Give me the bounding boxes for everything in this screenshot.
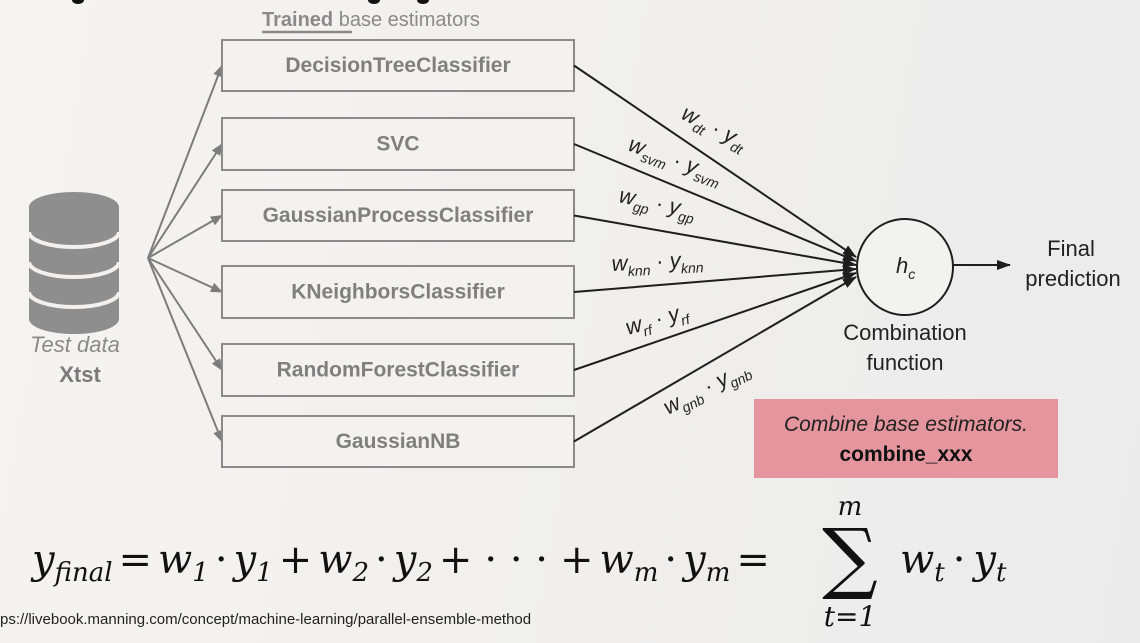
estimator-name: KNeighborsClassifier [291, 281, 505, 304]
weight-label: wsvm · ysvm [624, 131, 726, 192]
estimator-box-frame [221, 117, 575, 171]
title-fragment [72, 0, 429, 4]
formula-lhs: yfinal [32, 537, 113, 588]
section-header-strong: Trained [262, 9, 333, 31]
weight-label: wrf · yrf [622, 298, 693, 344]
estimator-box-frame [221, 343, 575, 397]
weighted-output-arrows [573, 64, 857, 443]
section-header-rest: base estimators [333, 9, 480, 31]
input-arrow [147, 214, 223, 259]
weighted-arrow [573, 143, 857, 262]
estimator-box: RandomForestClassifier [221, 343, 575, 397]
sigma-icon: ∑ [822, 513, 878, 603]
estimator-box: KNeighborsClassifier [221, 265, 575, 319]
input-arrow [147, 257, 223, 371]
weight-label: wgp · ygp [616, 182, 698, 227]
input-arrow [147, 64, 223, 259]
input-arrows [147, 64, 223, 443]
weighted-arrow [573, 276, 857, 443]
weighted-arrow [573, 214, 857, 268]
estimator-box-frame [221, 189, 575, 242]
weighted-arrow [573, 64, 857, 258]
combination-function-node [856, 218, 954, 316]
database-icon [27, 192, 121, 334]
estimator-name: GaussianNB [336, 430, 461, 453]
weight-label: wgnb · ygnb [659, 355, 755, 423]
input-arrow [147, 143, 223, 259]
combine-note-function: combine_xxx [839, 443, 972, 466]
estimator-box: GaussianNB [221, 415, 575, 468]
estimator-box: DecisionTreeClassifier [221, 39, 575, 92]
combination-caption-line2: function [866, 350, 943, 375]
estimator-name: DecisionTreeClassifier [285, 54, 510, 77]
combine-note-box [754, 399, 1058, 478]
final-prediction-line2: prediction [1025, 266, 1120, 291]
sum-term: wt·yt [900, 537, 1007, 588]
estimator-name: SVC [376, 133, 419, 156]
estimator-box: SVC [221, 117, 575, 171]
estimator-box-frame [221, 39, 575, 92]
estimator-box: GaussianProcessClassifier [221, 189, 575, 242]
source-link[interactable]: ps://livebook.manning.com/concept/machin… [0, 611, 532, 628]
estimator-name: RandomForestClassifier [277, 359, 520, 382]
section-header: Trained base estimators [262, 9, 480, 31]
combination-caption-line1: Combination [843, 320, 967, 345]
sum-lower-bound: t=1 [823, 600, 877, 633]
test-data-label: Test data [30, 332, 120, 357]
final-prediction-line1: Final [1047, 236, 1095, 261]
summation-symbol: m ∑ t=1 [800, 490, 900, 640]
input-arrow [147, 257, 223, 443]
estimator-name: GaussianProcessClassifier [263, 204, 534, 227]
combine-note-text: Combine base estimators. [784, 413, 1028, 436]
weighted-arrow [573, 272, 857, 371]
input-arrow [147, 257, 223, 293]
combination-symbol: hc [896, 253, 915, 282]
estimator-box-frame [221, 415, 575, 468]
weight-label: wdt · ydt [676, 100, 752, 158]
sum-upper-bound: m [837, 492, 863, 522]
weight-label: wknn · yknn [611, 246, 704, 280]
combination-formula: yfinal=w1·y1+w2·y2+· · ·+wm·ym= [32, 537, 770, 588]
test-data-variable: Xtst [59, 362, 101, 387]
weighted-arrow [573, 265, 857, 293]
